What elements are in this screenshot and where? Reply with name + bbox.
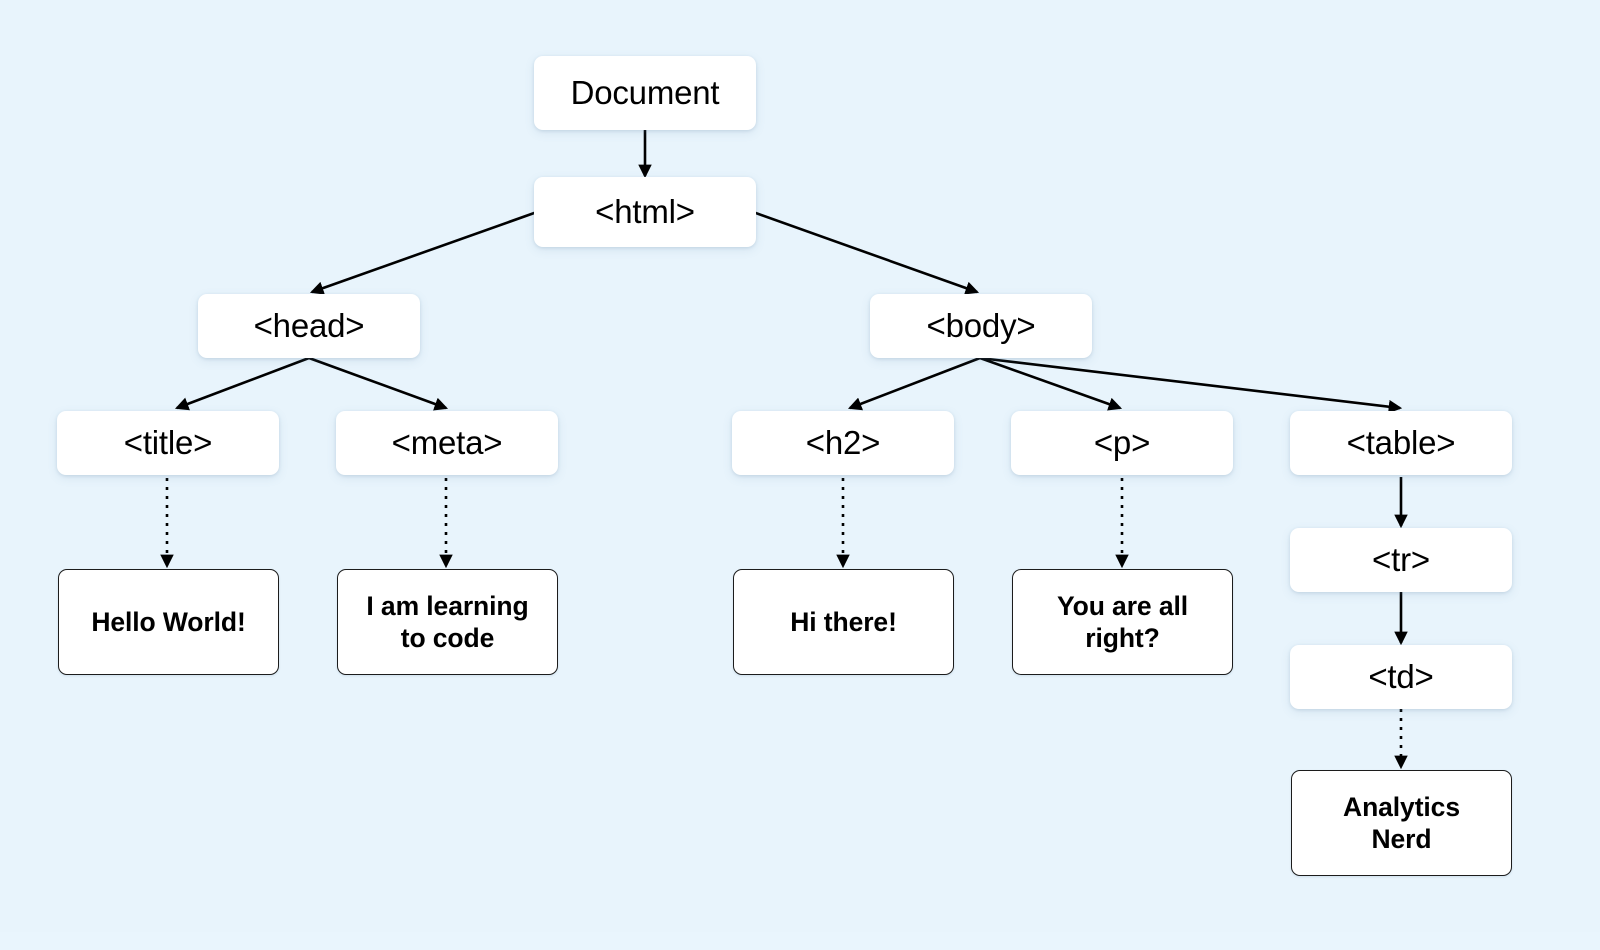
node-document-label: Document: [570, 74, 720, 111]
edge-html-head: [309, 210, 538, 295]
edge-body-table: [979, 356, 1403, 414]
node-h2[interactable]: <h2>: [732, 411, 954, 475]
node-h2-label: <h2>: [805, 424, 881, 461]
edge-head-meta: [308, 356, 449, 411]
node-table-label: <table>: [1346, 424, 1456, 461]
node-p[interactable]: <p>: [1011, 411, 1233, 475]
node-td-label: <td>: [1368, 658, 1434, 695]
node-tr-label: <tr>: [1372, 541, 1430, 578]
node-p-text[interactable]: You are all right?: [1012, 569, 1233, 675]
edge-body-p: [979, 356, 1123, 411]
node-table[interactable]: <table>: [1290, 411, 1512, 475]
edge-html-body: [752, 210, 980, 295]
node-html[interactable]: <html>: [534, 177, 756, 247]
node-meta-text[interactable]: I am learning to code: [337, 569, 558, 675]
node-title[interactable]: <title>: [57, 411, 279, 475]
node-body[interactable]: <body>: [870, 294, 1092, 358]
node-head-label: <head>: [253, 307, 365, 344]
node-meta[interactable]: <meta>: [336, 411, 558, 475]
node-title-text[interactable]: Hello World!: [58, 569, 279, 675]
node-meta-label: <meta>: [391, 424, 503, 461]
node-td-text[interactable]: Analytics Nerd: [1291, 770, 1512, 876]
node-td-text-label: Analytics Nerd: [1343, 791, 1460, 854]
node-title-text-label: Hello World!: [91, 606, 246, 637]
node-td[interactable]: <td>: [1290, 645, 1512, 709]
edge-body-h2: [847, 356, 981, 411]
node-p-label: <p>: [1093, 424, 1151, 461]
edge-head-title: [174, 356, 310, 411]
node-document[interactable]: Document: [534, 56, 756, 130]
node-tr[interactable]: <tr>: [1290, 528, 1512, 592]
node-head[interactable]: <head>: [198, 294, 420, 358]
node-p-text-label: You are all right?: [1057, 590, 1188, 653]
node-body-label: <body>: [926, 307, 1036, 344]
node-html-label: <html>: [595, 193, 695, 230]
node-title-label: <title>: [123, 424, 213, 461]
node-meta-text-label: I am learning to code: [366, 590, 529, 653]
node-h2-text[interactable]: Hi there!: [733, 569, 954, 675]
node-h2-text-label: Hi there!: [790, 606, 897, 637]
